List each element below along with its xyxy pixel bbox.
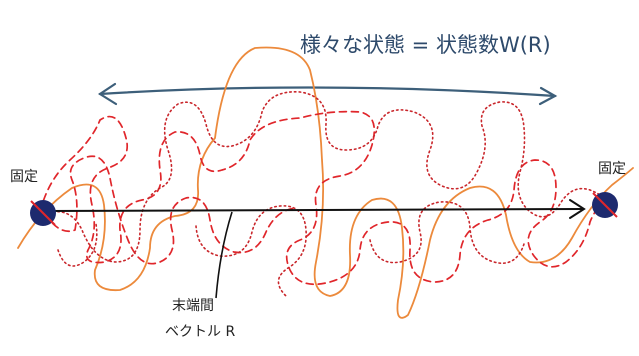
vector-label-leader bbox=[215, 211, 233, 299]
chain-conformation-dotted bbox=[43, 91, 613, 263]
chain-conformation-solid bbox=[17, 46, 634, 319]
left-anchor bbox=[30, 200, 56, 226]
chain-conformation-dashed bbox=[39, 110, 613, 286]
span-arrow bbox=[97, 82, 558, 106]
vector-label-line1: 末端間 bbox=[172, 298, 214, 314]
right-anchor-label: 固定 bbox=[598, 161, 626, 177]
chain-conformation-dotted-2 bbox=[57, 201, 525, 297]
end-to-end-vector bbox=[43, 199, 586, 219]
chain-conformation-dashed-2 bbox=[44, 155, 297, 265]
right-anchor bbox=[592, 192, 618, 218]
vector-label-line2: ベクトル R bbox=[165, 324, 235, 340]
diagram-title: 様々な状態 = 状態数W(R) bbox=[300, 33, 551, 57]
left-anchor-label: 固定 bbox=[10, 169, 38, 185]
